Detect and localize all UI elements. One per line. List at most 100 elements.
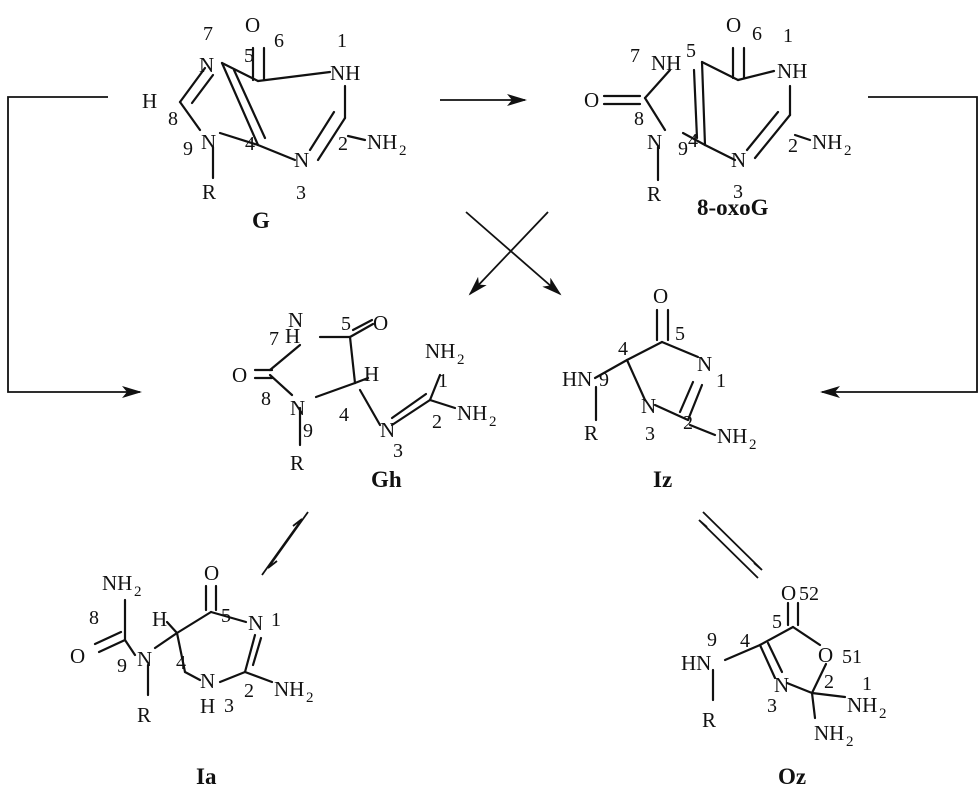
gh-nh2-top-subscript: 2 (457, 352, 465, 368)
oxog-n7h: NH (651, 51, 681, 75)
ia-oxygen: O (204, 561, 219, 585)
iz-num-1: 1 (716, 370, 726, 392)
g-n9: N (201, 130, 216, 154)
oz-num-5: 5 (772, 611, 782, 633)
molecule-g: O NH N H N N NH 2 R 7 5 6 1 8 9 4 2 3 G (142, 13, 407, 233)
gh-n9: N (290, 396, 305, 420)
oz-num-9: 9 (707, 629, 717, 651)
oxog-num-4: 4 (688, 130, 698, 152)
gh-num-5: 5 (341, 313, 351, 335)
g-nh2: NH (367, 130, 397, 154)
gh-num-1: 1 (438, 370, 448, 392)
iz-n3: N (641, 394, 656, 418)
oz-num-4: 4 (740, 630, 750, 652)
iz-num-9: 9 (599, 369, 609, 391)
ia-label: Ia (196, 764, 217, 789)
gh-h4: H (364, 362, 379, 386)
g-oxygen: O (245, 13, 260, 37)
iz-num-2: 2 (683, 412, 693, 434)
ia-nh2: NH (102, 571, 132, 595)
g-h8: H (142, 89, 157, 113)
iz-num-5: 5 (675, 323, 685, 345)
oxog-n1h: NH (777, 59, 807, 83)
iz-oxygen: O (653, 284, 668, 308)
ia-r: R (137, 703, 151, 727)
oxog-oxygen6: O (726, 13, 741, 37)
oxog-num-1: 1 (783, 25, 793, 47)
oz-r: R (702, 708, 716, 732)
ia-num-4: 4 (176, 652, 186, 674)
ia-num-9: 9 (117, 655, 127, 677)
ia-nh2-ring-subscript: 2 (306, 690, 314, 706)
gh-num-9: 9 (303, 420, 313, 442)
oz-label: Oz (778, 764, 806, 789)
g-num-9: 9 (183, 138, 193, 160)
gh-num-3: 3 (393, 440, 403, 462)
g-n3: N (294, 148, 309, 172)
molecule-oz: O O N HN NH 2 NH 2 R 52 5 51 4 9 2 1 3 O… (681, 581, 887, 789)
oxog-num-9: 9 (678, 138, 688, 160)
gh-num-2: 2 (432, 411, 442, 433)
arrow-cross-to-gh (468, 211, 549, 296)
gh-n3: N (380, 418, 395, 442)
g-num-5: 5 (244, 45, 254, 67)
gh-num-4: 4 (339, 404, 349, 426)
iz-nh2: NH (717, 424, 747, 448)
iz-n1: N (697, 352, 712, 376)
g-num-7: 7 (203, 23, 213, 45)
g-num-2: 2 (338, 133, 348, 155)
ia-num-5: 5 (221, 605, 231, 627)
arrow-g-to-gh (7, 96, 142, 398)
oz-oxygen52: O (781, 581, 796, 605)
oz-n3: N (774, 673, 789, 697)
g-num-1: 1 (337, 30, 347, 52)
g-n1h: NH (330, 61, 360, 85)
oz-nh2-right-subscript: 2 (879, 706, 887, 722)
iz-r: R (584, 421, 598, 445)
equilibrium-gh-ia (261, 511, 309, 576)
ia-n9: N (137, 647, 152, 671)
gh-num-7: 7 (269, 328, 279, 350)
iz-label: Iz (653, 467, 672, 492)
gh-nh2-bottom: NH (457, 401, 487, 425)
gh-nh2-top: NH (425, 339, 455, 363)
oz-oxygen51: O (818, 643, 833, 667)
iz-num-4: 4 (618, 338, 628, 360)
oz-num-1: 1 (862, 673, 872, 695)
molecule-ia: O N N H H N NH 2 O NH 2 R 5 1 8 9 4 2 3 … (70, 561, 314, 789)
gh-r: R (290, 451, 304, 475)
molecule-iz: O N N HN NH 2 R 5 4 9 1 2 3 Iz (562, 284, 757, 492)
oz-nh2-bottom-subscript: 2 (846, 734, 854, 750)
ia-n3h: H (200, 694, 215, 718)
g-num-3: 3 (296, 182, 306, 204)
iz-nh2-subscript: 2 (749, 437, 757, 453)
oxog-num-6: 6 (752, 23, 762, 45)
oxog-r: R (647, 182, 661, 206)
oz-hn9: HN (681, 651, 711, 675)
arrows (7, 94, 978, 579)
gh-n7: N (288, 308, 303, 332)
gh-oxygen8: O (232, 363, 247, 387)
gh-n7h: H (285, 324, 300, 348)
arrow-cross-to-iz (465, 211, 562, 296)
oxog-num-7: 7 (630, 45, 640, 67)
gh-oxygen5: O (373, 311, 388, 335)
oz-num-52: 52 (799, 583, 819, 605)
oxog-n3: N (731, 148, 746, 172)
oz-num-2: 2 (824, 671, 834, 693)
molecule-8-oxog: O NH NH O N N NH 2 R 6 1 7 5 8 9 4 2 3 8… (584, 13, 852, 220)
ia-nh2-subscript: 2 (134, 584, 142, 600)
oxog-num-5: 5 (686, 40, 696, 62)
oxog-nh2: NH (812, 130, 842, 154)
g-label: G (252, 208, 270, 233)
arrow-oxog-to-iz (820, 96, 978, 398)
g-nh2-subscript: 2 (399, 143, 407, 159)
oxog-oxygen8: O (584, 88, 599, 112)
oz-num-51: 51 (842, 646, 862, 668)
oxog-num-3: 3 (733, 181, 743, 203)
ia-oxygen8: O (70, 644, 85, 668)
oz-nh2-bottom: NH (814, 721, 844, 745)
ia-n3: N (200, 669, 215, 693)
iz-hn9: HN (562, 367, 592, 391)
